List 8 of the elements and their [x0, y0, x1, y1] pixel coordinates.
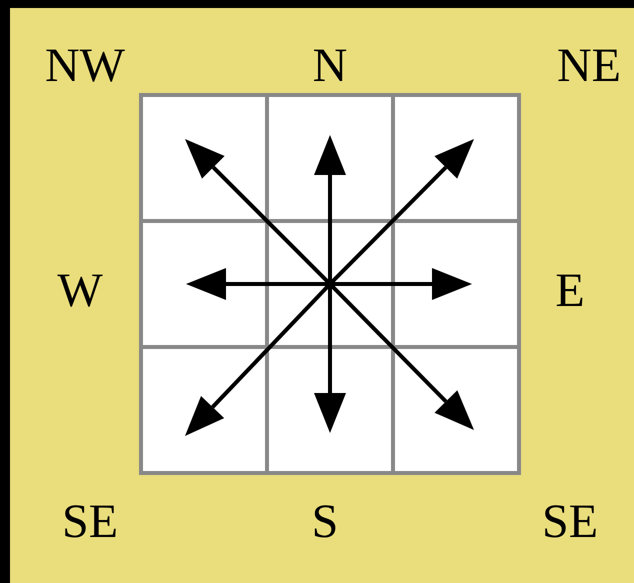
direction-label: E	[555, 267, 585, 315]
direction-label: N	[312, 42, 348, 90]
direction-label: SE	[62, 498, 118, 546]
direction-label: NW	[45, 42, 125, 90]
direction-label: S	[312, 498, 338, 546]
direction-label: W	[57, 267, 103, 315]
direction-label: NE	[557, 42, 621, 90]
direction-label: SE	[542, 498, 598, 546]
